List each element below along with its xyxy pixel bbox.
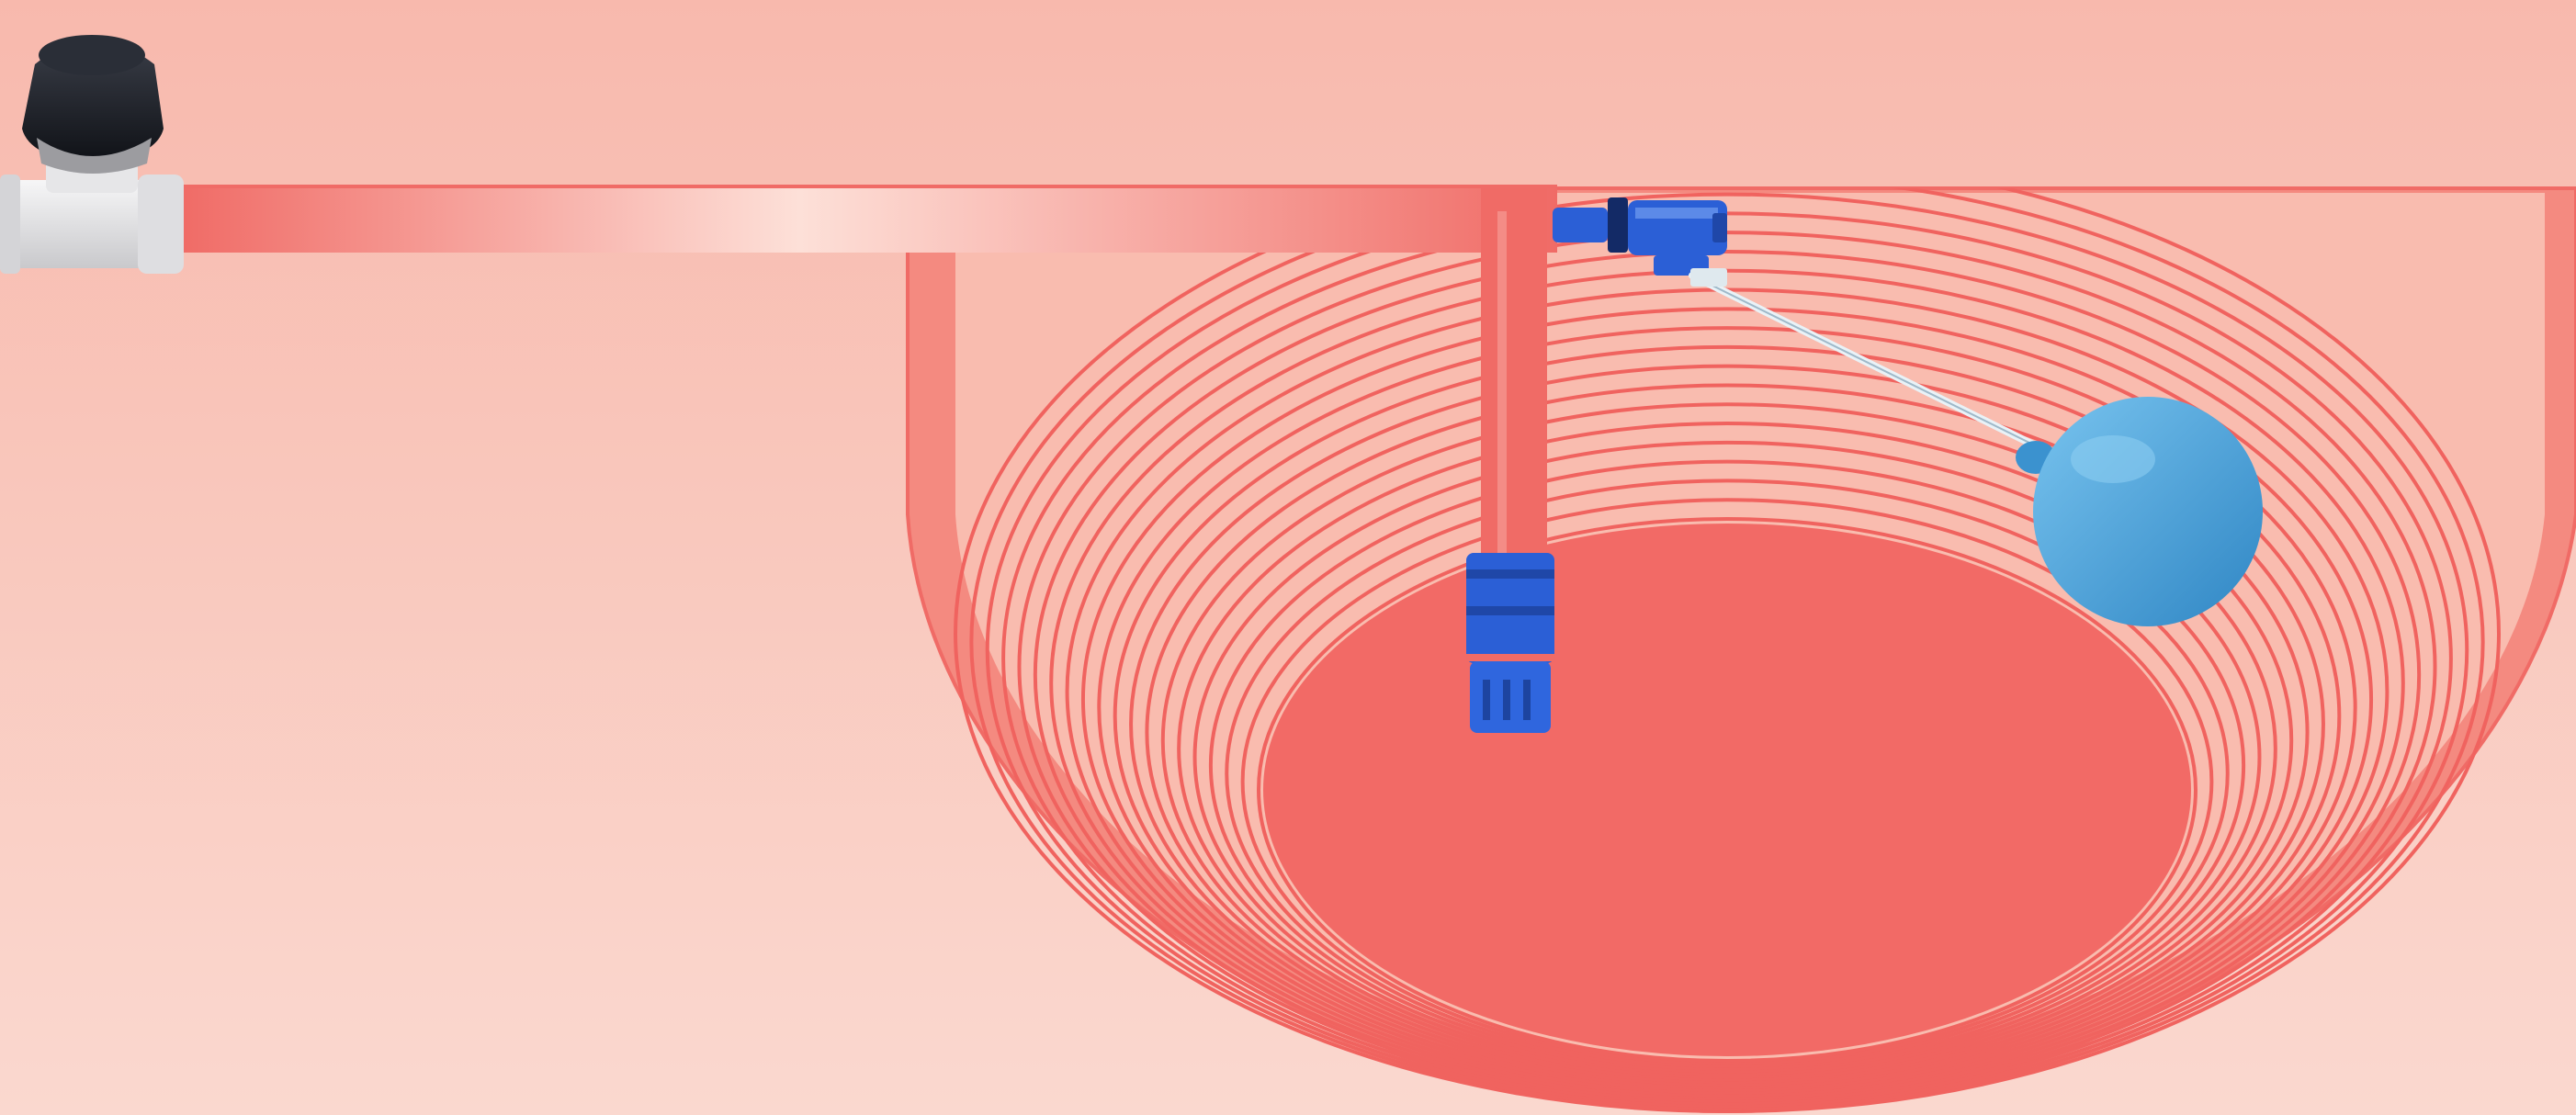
supply-pipe <box>179 186 1557 253</box>
drop-pipe-highlight <box>1497 211 1507 560</box>
foot-filter <box>1466 553 1554 733</box>
basin-floor <box>1263 524 2191 1056</box>
drop-pipe <box>1481 188 1547 574</box>
supply-pipe-edge <box>179 185 1557 188</box>
shutoff-valve <box>0 35 184 274</box>
